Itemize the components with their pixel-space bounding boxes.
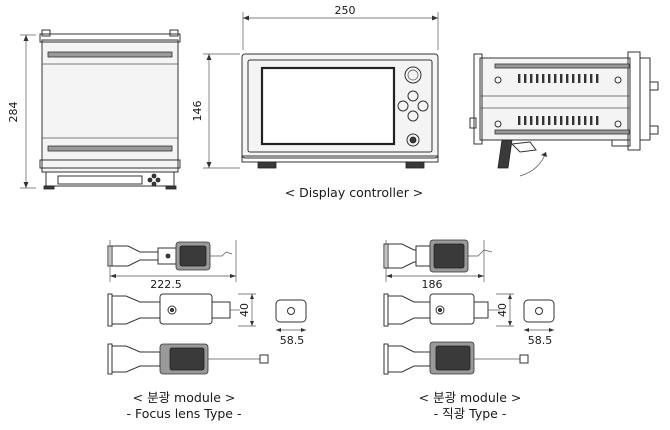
dim-controller-height-146: 146 (191, 101, 204, 122)
vent-slot (554, 116, 557, 125)
direct-module-side-view: 40 (383, 293, 514, 327)
vent-slot (518, 74, 521, 83)
display-screen (260, 66, 396, 146)
vent-slot (566, 116, 569, 125)
vent-slot (596, 74, 599, 83)
dim-direct-height: 40 (496, 303, 509, 317)
dim-focus-length: 222.5 (150, 278, 182, 291)
caption-direct-module-title: < 분광 module > (419, 390, 522, 405)
focus-module-end-view: 58.5 (275, 299, 307, 347)
vent-slot (548, 74, 551, 83)
dim-direct-length: 186 (422, 278, 443, 291)
controller-rear-view (469, 51, 659, 177)
vent-slot (590, 74, 593, 83)
focus-module-side-view: 40 (107, 293, 256, 327)
caption-display-controller: < Display controller > (285, 185, 424, 200)
vent-slot (548, 116, 551, 125)
focus-module-top-view: 222.5 (107, 240, 237, 291)
dim-controller-width-250: 250 (335, 4, 356, 17)
dim-focus-height: 40 (238, 303, 251, 317)
vent-slot (572, 74, 575, 83)
vent-slot (578, 116, 581, 125)
caption-direct-module-type: - 직광 Type - (434, 406, 507, 421)
controller-side-view: 284 (7, 29, 181, 190)
dim-controller-height-284: 284 (7, 102, 20, 123)
vent-slot (536, 116, 539, 125)
vent-slot (518, 116, 521, 125)
vent-slot (584, 116, 587, 125)
caption-focus-module-type: - Focus lens Type - (127, 406, 242, 421)
vent-slot (560, 74, 563, 83)
dim-direct-width: 58.5 (528, 334, 553, 347)
vent-slot (530, 116, 533, 125)
vent-slot (560, 116, 563, 125)
controller-front-view: 250 146 < Display controller > (191, 4, 439, 200)
vent-slot (530, 74, 533, 83)
vent-slot (578, 74, 581, 83)
vent-slot (584, 74, 587, 83)
direct-module-top-view: 186 (383, 239, 493, 291)
vent-slot (572, 116, 575, 125)
vent-slot (590, 116, 593, 125)
caption-focus-module-title: < 분광 module > (133, 390, 236, 405)
vent-slot (542, 74, 545, 83)
vent-slot (566, 74, 569, 83)
direct-module-end-view: 58.5 (523, 299, 555, 347)
focus-module-bottom-view: < 분광 module > - Focus lens Type - (107, 343, 269, 421)
vent-slot (536, 74, 539, 83)
vent-slot (524, 74, 527, 83)
vent-slot (524, 116, 527, 125)
vent-slot (542, 116, 545, 125)
vent-slot (596, 116, 599, 125)
vent-slot (554, 74, 557, 83)
direct-module-bottom-view: < 분광 module > - 직광 Type - (383, 341, 529, 421)
dim-focus-width: 58.5 (280, 334, 305, 347)
